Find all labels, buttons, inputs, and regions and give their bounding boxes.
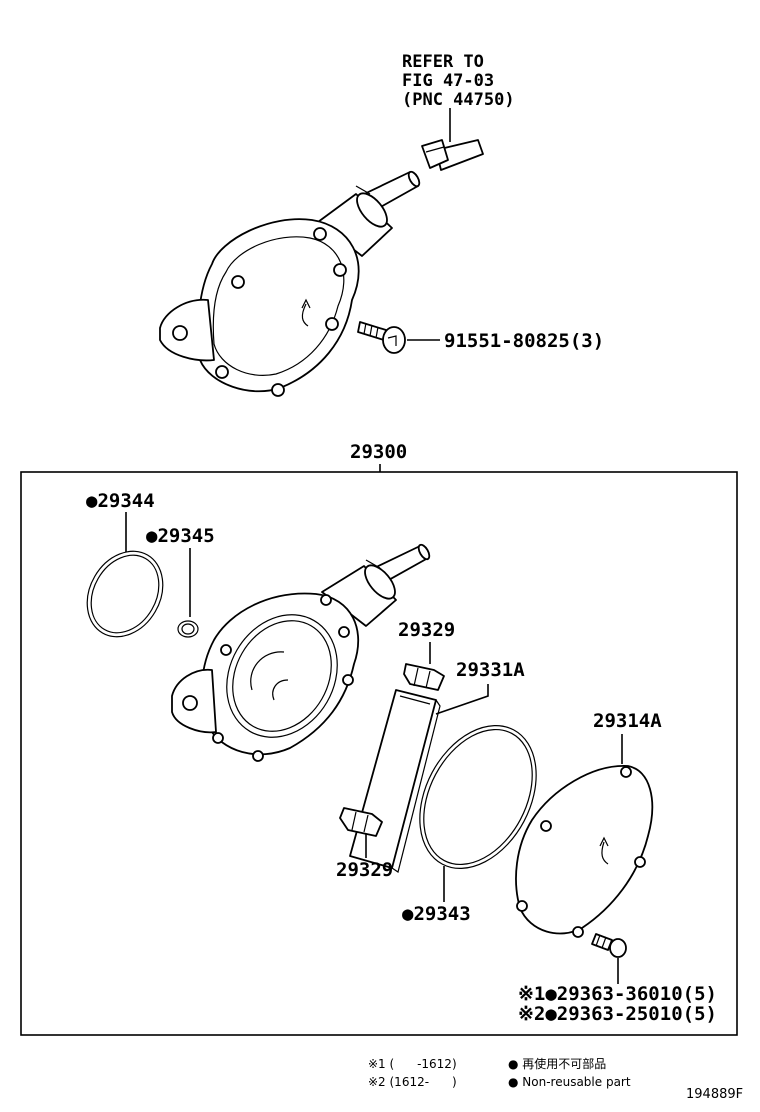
top-bolt-part-number: 91551-80825(3) — [444, 330, 604, 352]
reference-line-3: (PNC 44750) — [402, 90, 515, 110]
vacuum-pump-installed-illustration — [159, 170, 421, 397]
o-ring-large-illustration — [86, 550, 164, 638]
part-bolt-1-label: ※1●29363-36010(5) — [518, 983, 717, 1005]
legend-note-2: ※2 (1612- ) — [368, 1075, 457, 1089]
part-29329-bottom-label: 29329 — [336, 859, 393, 881]
o-ring-small-illustration — [177, 620, 199, 638]
top-bolt-illustration — [357, 321, 406, 354]
vacuum-hose-illustration — [421, 139, 484, 171]
reference-label: REFER TO FIG 47-03 (PNC 44750) — [402, 52, 515, 110]
cover-bolt-illustration — [591, 933, 627, 958]
vane-cap-bottom-illustration — [339, 807, 383, 837]
part-29314a-label: 29314A — [593, 710, 662, 732]
assembly-frame — [20, 471, 738, 1036]
pump-cover-illustration — [515, 765, 654, 938]
part-29344-label: ●29344 — [86, 490, 155, 512]
part-29331a-label: 29331A — [456, 659, 525, 681]
o-ring-cover-illustration — [419, 724, 537, 870]
vane-cap-top-illustration — [403, 663, 445, 691]
assembly-part-number: 29300 — [350, 441, 407, 463]
vane-illustration — [349, 689, 441, 873]
legend-jp: ● 再使用不可部品 — [508, 1056, 606, 1071]
reference-line-1: REFER TO — [402, 52, 484, 72]
part-29329-top-label: 29329 — [398, 619, 455, 641]
reference-line-2: FIG 47-03 — [402, 71, 494, 91]
part-bolt-2-label: ※2●29363-25010(5) — [518, 1003, 717, 1025]
part-29345-label: ●29345 — [146, 525, 215, 547]
legend-en: ● Non-reusable part — [508, 1075, 631, 1089]
vacuum-pump-body-illustration — [171, 543, 431, 762]
part-29343-label: ●29343 — [402, 903, 471, 925]
part-29331a-leader — [435, 684, 489, 715]
figure-id: 194889F — [686, 1087, 743, 1102]
legend-note-1: ※1 ( -1612) — [368, 1057, 457, 1071]
